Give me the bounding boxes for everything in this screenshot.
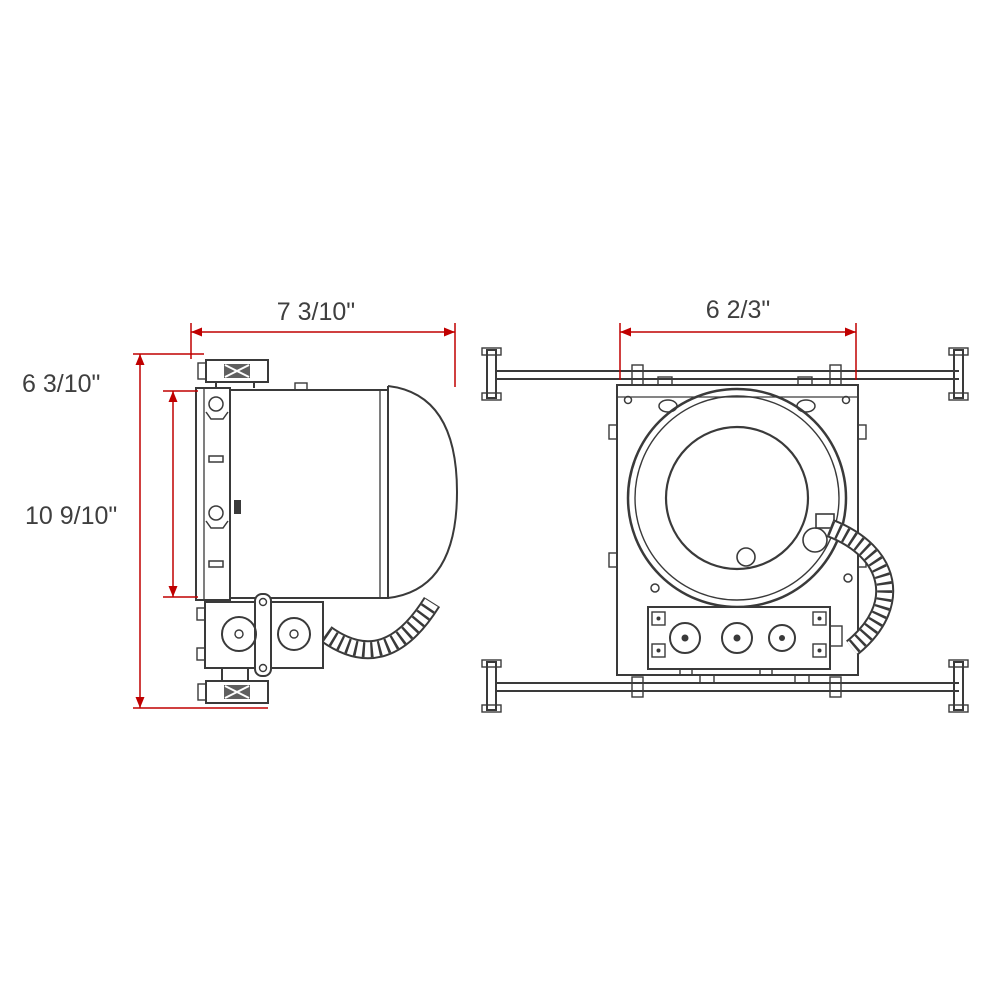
junction-box-tab (196, 647, 206, 661)
top-bracket-nail-plate (224, 364, 250, 378)
mounting-plate (195, 387, 231, 601)
mounting-pan (616, 384, 859, 676)
dim-label-side-inner-height: 6 3/10" (22, 370, 100, 398)
bottom-bracket-tab (197, 683, 207, 701)
flex-conduit-top (826, 519, 895, 656)
bottom-bracket-nail-plate (224, 685, 250, 699)
hanger-bar-top (481, 347, 969, 401)
top-view (481, 347, 969, 713)
hanger-bar-bottom (481, 659, 969, 713)
dim-label-side-width: 7 3/10" (277, 298, 355, 326)
flex-conduit-side (320, 596, 441, 660)
trim-ring-outer (626, 387, 848, 609)
junction-box-tab (196, 607, 206, 621)
aperture-circle (664, 425, 810, 571)
junction-box-knockouts (669, 622, 796, 654)
lamp-holder (736, 547, 756, 567)
side-view (195, 359, 459, 704)
socket-clip (802, 527, 828, 553)
dim-label-side-overall-height: 10 9/10" (25, 502, 117, 530)
dim-label-top-width: 6 2/3" (706, 296, 770, 324)
top-bracket-tab (197, 362, 207, 380)
mounting-strap (254, 593, 272, 677)
junction-box-screw-tabs (651, 611, 827, 658)
dimension-annotations (133, 323, 857, 709)
housing-body (229, 389, 389, 599)
housing-dome (387, 385, 459, 599)
knockout-hole (221, 616, 257, 652)
dimension-labels: 7 3/10" 6 3/10" 10 9/10" 6 2/3" (22, 296, 770, 530)
trim-ring-inner (634, 395, 840, 601)
torsion-clips (205, 396, 229, 568)
knockout-hole (277, 617, 311, 651)
housing-top-nub (294, 382, 308, 391)
